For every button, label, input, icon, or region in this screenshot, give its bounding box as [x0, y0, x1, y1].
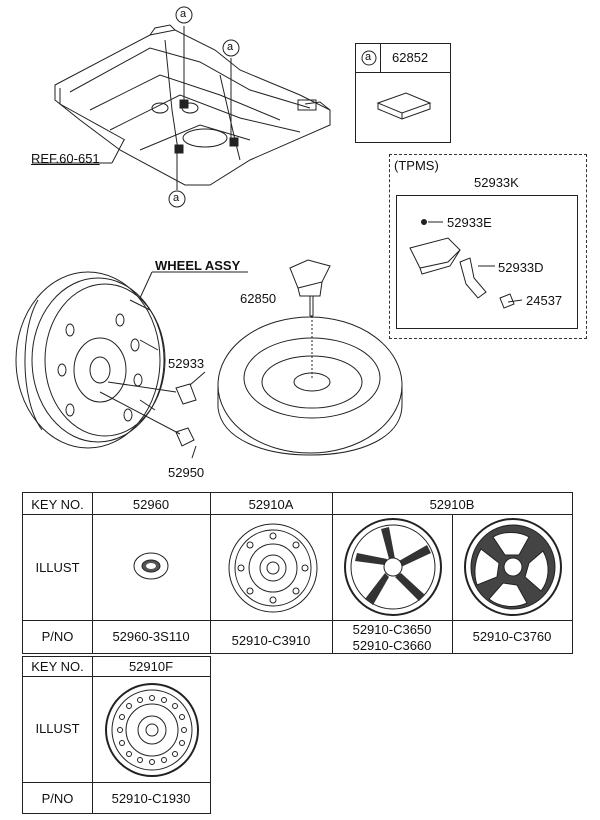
part-52933-label: 52933: [168, 356, 205, 371]
t1-key-header: KEY NO.: [31, 497, 84, 512]
tpms-assembly: 52933K: [474, 175, 519, 190]
t2-pno-52910f: 52910-C1930: [111, 791, 191, 806]
t1-key-52910b: 52910B: [429, 497, 475, 512]
tpms-part-24537: 24537: [526, 293, 563, 308]
tire-clamp-illustration: [289, 259, 331, 380]
t2-illust-header: ILLUST: [35, 721, 80, 736]
tpms-title: (TPMS): [394, 158, 439, 173]
t1-key-52960: 52960: [132, 497, 170, 512]
t1-pno-52910b-3: 52910-C3760: [472, 629, 552, 644]
tpms-part-52933d: 52933D: [498, 260, 544, 275]
callout-a-bottom: a: [173, 192, 180, 204]
tpms-part-52933e: 52933E: [447, 215, 492, 230]
steel-wheel-52910f-illustration: [105, 683, 199, 777]
callout-a-top: a: [180, 8, 187, 20]
steel-wheel-52910a-illustration: [228, 523, 318, 613]
legend-box: a 62852: [355, 43, 451, 143]
hub-cap-illustration: [133, 552, 169, 580]
t1-illust-header: ILLUST: [35, 560, 80, 575]
t1-pno-52910a: 52910-C3910: [231, 633, 311, 648]
alloy-wheel-c3760-illustration: [464, 518, 562, 616]
parts-table-1: KEY NO. ILLUST P/NO 52960 52910A 52910B …: [22, 492, 573, 654]
t2-pno-header: P/NO: [41, 791, 74, 806]
tpms-sensor-illustration: [409, 221, 515, 309]
ref-label: REF.60-651: [31, 151, 100, 166]
parts-table-2: KEY NO. ILLUST P/NO 52910F 52910-C1930: [22, 656, 211, 814]
t1-pno-52910b-2: 52910-C3660: [352, 638, 432, 653]
part-62850-label: 62850: [240, 291, 277, 306]
legend-marker: a: [365, 51, 372, 63]
floor-pan-illustration: [54, 24, 331, 186]
wheel-assy-label: WHEEL ASSY: [155, 258, 241, 273]
t1-pno-52910b-1: 52910-C3650: [352, 622, 432, 637]
t2-key-52910f: 52910F: [128, 659, 174, 674]
pad-illustration: [376, 92, 432, 120]
t1-key-52910a: 52910A: [248, 497, 294, 512]
callout-a-mid: a: [227, 41, 234, 53]
t2-key-header: KEY NO.: [31, 659, 84, 674]
steel-wheel-illustration: [15, 271, 166, 449]
t1-pno-header: P/NO: [41, 629, 74, 644]
alloy-wheel-c3650-illustration: [344, 518, 442, 616]
legend-part: 62852: [392, 50, 429, 65]
t1-pno-52960: 52960-3S110: [112, 629, 190, 644]
spare-tire-illustration: [217, 316, 403, 456]
tpms-box: (TPMS) 52933K 52933E 52933D 24537: [389, 154, 587, 339]
part-52950-label: 52950: [168, 465, 205, 480]
